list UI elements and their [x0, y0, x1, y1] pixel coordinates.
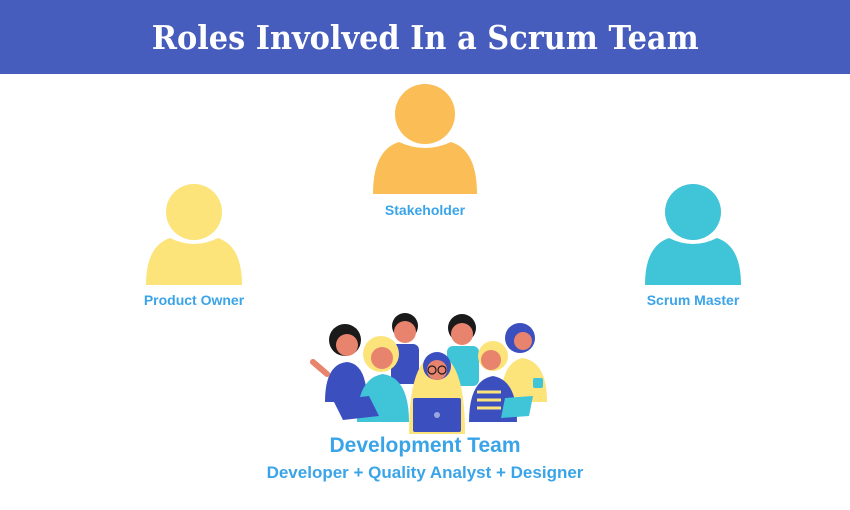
role-scrum-master: Scrum Master: [634, 184, 752, 308]
role-label: Stakeholder: [384, 202, 466, 218]
role-label: Product Owner: [143, 292, 245, 308]
role-stakeholder: Stakeholder: [365, 84, 485, 218]
page-title: Roles Involved In a Scrum Team: [151, 17, 699, 57]
team-people-icon: [310, 313, 547, 434]
team-illustration: [305, 312, 555, 434]
person-icon: [373, 84, 477, 194]
title-banner: Roles Involved In a Scrum Team: [0, 0, 850, 74]
team-title: Development Team: [329, 434, 521, 457]
person-icon: [645, 184, 741, 285]
role-label: Scrum Master: [646, 292, 740, 308]
role-product-owner: Product Owner: [135, 184, 253, 308]
person-icon: [146, 184, 242, 285]
team-subtitle: Developer + Quality Analyst + Designer: [266, 463, 584, 482]
